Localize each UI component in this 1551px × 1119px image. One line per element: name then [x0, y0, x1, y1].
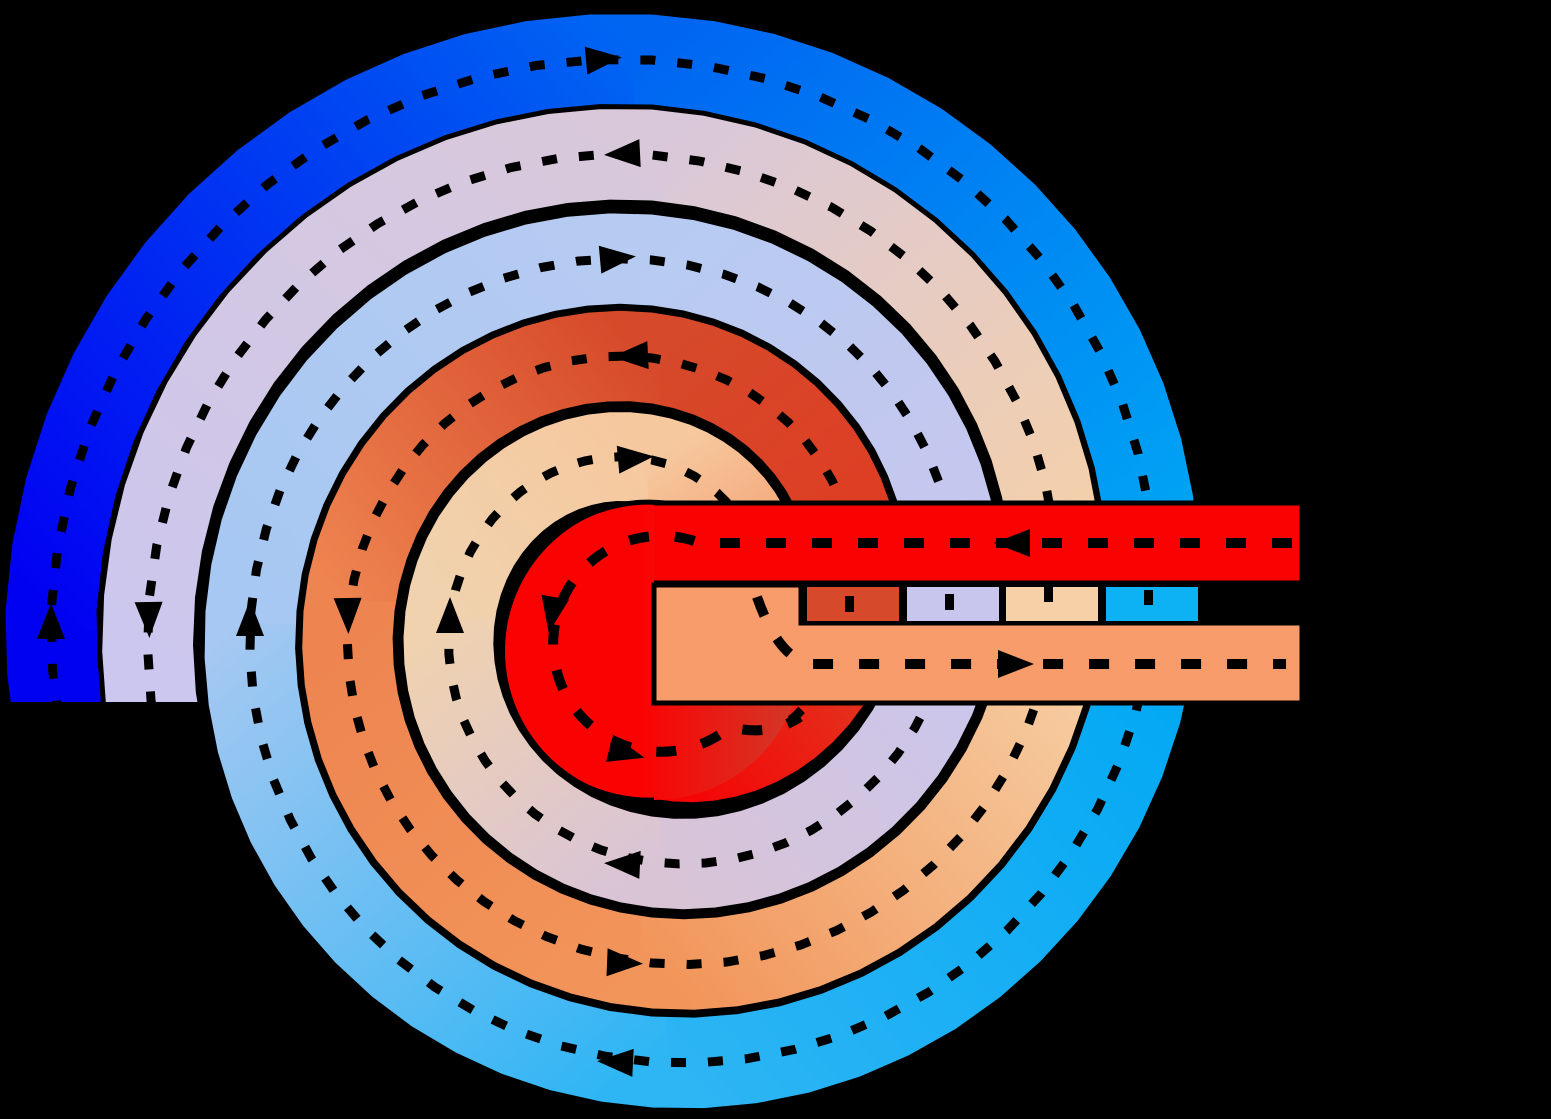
cross-segment-dash: [1144, 590, 1153, 605]
cold-stream-spiral-segment: [202, 210, 652, 627]
hot-stream-spiral-segment: [638, 611, 1103, 1013]
cold-stream-spiral-segment: [2, 11, 653, 634]
hot-flow-arrow-icon: [134, 601, 163, 638]
cold-flow-arrow-icon: [236, 600, 264, 636]
hot-flow-arrow-icon: [541, 594, 569, 633]
cold-flow-arrow-icon: [616, 445, 654, 474]
channel-flow-dashes: [548, 530, 1292, 757]
hot-stream-spiral-segment: [301, 308, 663, 611]
hot-stream-spiral-segment: [99, 106, 670, 766]
cold-flow-arrow-icon: [37, 603, 65, 639]
hot-flow-arrow-icon: [606, 734, 645, 762]
u-turn-edge: [497, 499, 666, 803]
cold-stream-spiral-edge: [0, 9, 1204, 1114]
cross-segment-dash: [945, 594, 954, 610]
cold-flow-arrow-icon: [604, 850, 641, 879]
spiral-end-cut-rect: [0, 702, 206, 1119]
flow-arrows: [37, 46, 1034, 1077]
hot-flow-arrow-icon: [994, 529, 1030, 557]
spiral-end-cutoff: [0, 702, 206, 1119]
cold-flow-arrow-icon: [436, 597, 464, 633]
cold-stream-spiral-segment: [401, 611, 663, 911]
hot-flow-arrow-icon: [612, 341, 649, 370]
cold-flow-arrow-icon: [998, 650, 1034, 678]
hot-stream-spiral-segment: [299, 598, 652, 1011]
cross-segment-dash: [1044, 587, 1053, 602]
cold-outlet-flow-dashes: [752, 595, 1286, 669]
hot-flow-arrow-icon: [333, 597, 362, 634]
hot-flow-arrow-icon: [604, 139, 641, 168]
hot-flow-arrow-icon: [606, 948, 643, 977]
cold-flow-arrow-icon: [597, 1048, 634, 1077]
cross-segment-dash: [845, 596, 854, 612]
cold-flow-arrow-icon: [584, 46, 622, 75]
cold-flow-arrow-icon: [598, 245, 636, 274]
hot-inlet-channel: [654, 500, 1305, 586]
